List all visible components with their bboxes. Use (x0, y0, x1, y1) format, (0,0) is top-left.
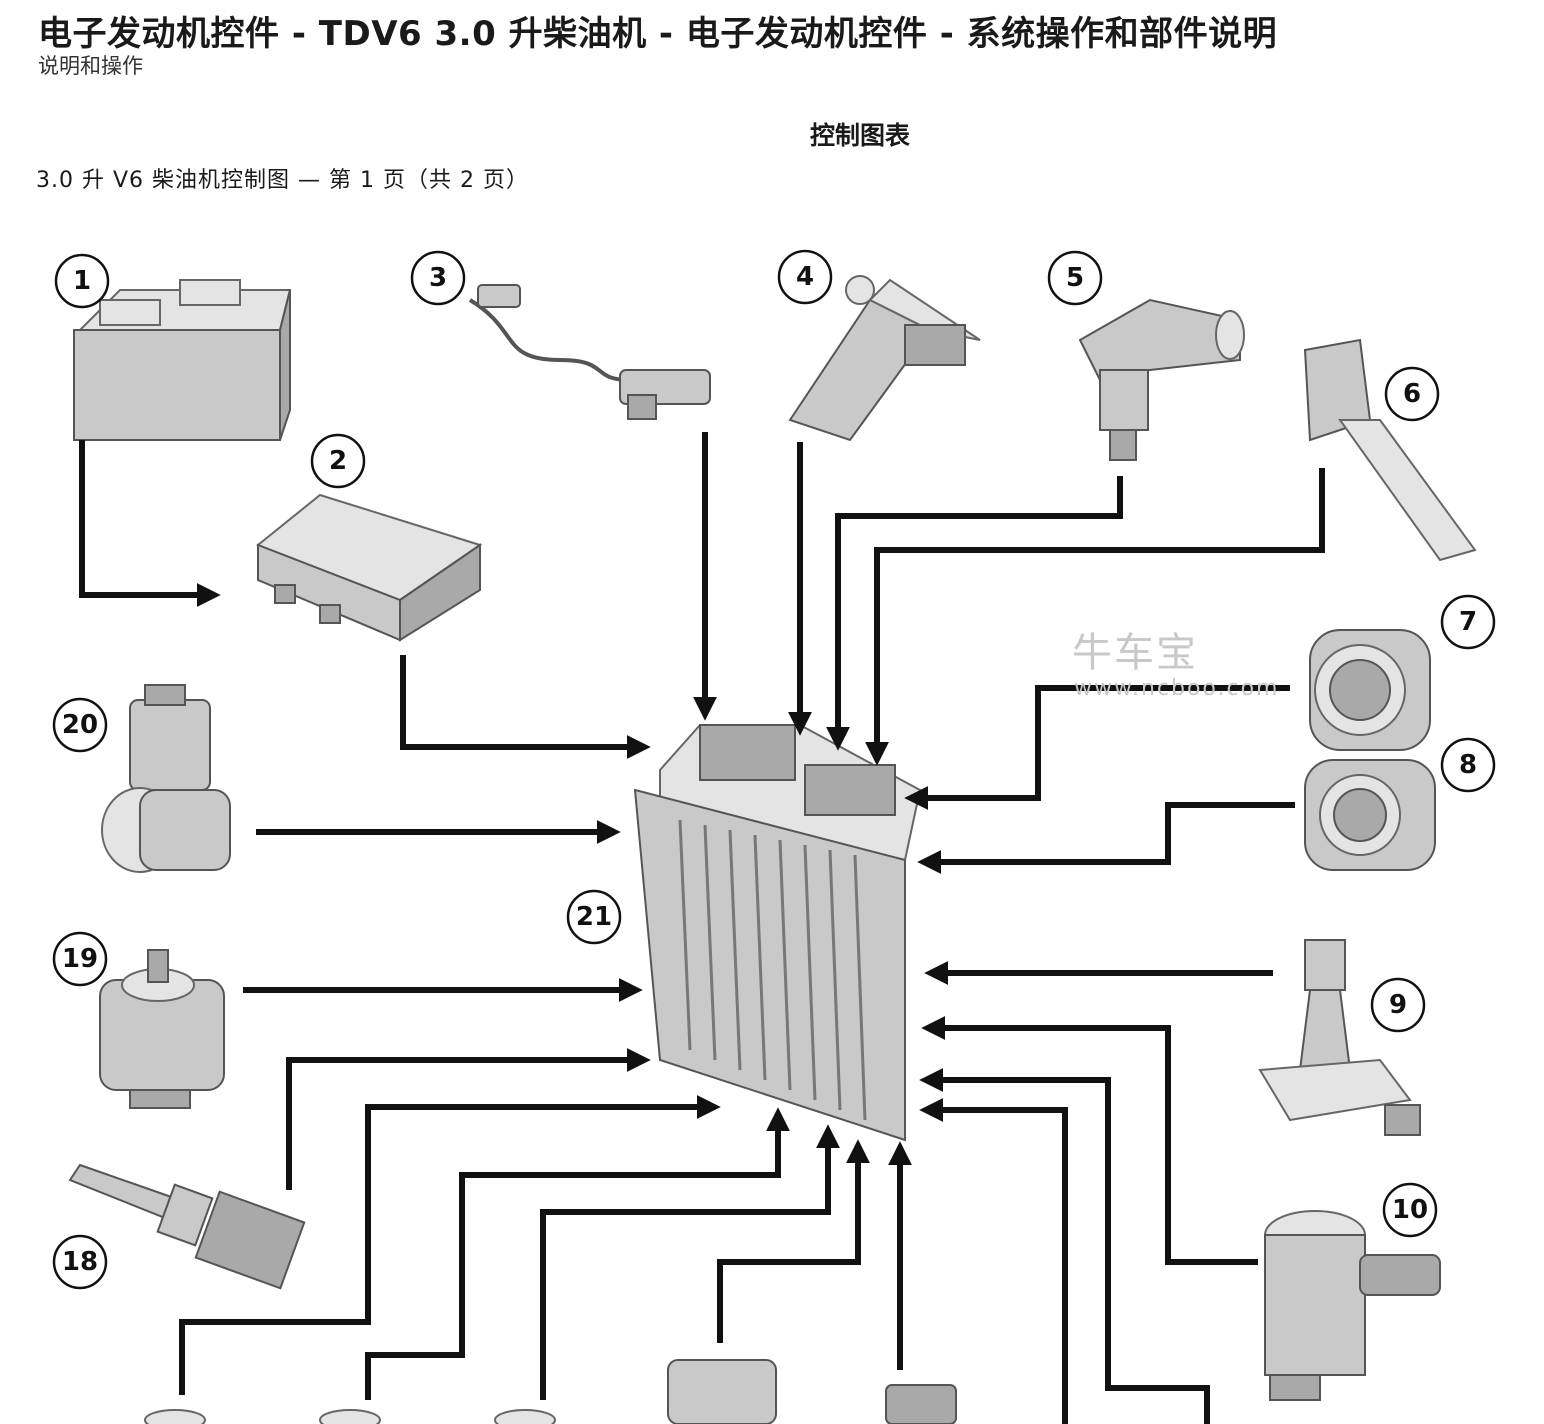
svg-text:8: 8 (1459, 750, 1477, 780)
crankshaft-sensor-component (468, 284, 711, 420)
engine-control-module (633, 724, 922, 1142)
svg-text:18: 18 (62, 1247, 98, 1277)
mass-air-flow-sensor-component (1309, 629, 1431, 751)
accelerator-pedal-component (1303, 338, 1477, 562)
page-title: 电子发动机控件 - TDV6 3.0 升柴油机 - 电子发动机控件 - 系统操作… (38, 14, 1278, 54)
callout-4: 4 (777, 249, 833, 305)
callout-21: 21 (566, 889, 622, 945)
watermark-url: www.ncboo.com (1074, 676, 1280, 701)
svg-text:4: 4 (796, 262, 814, 292)
control-module-component (256, 493, 483, 642)
svg-text:20: 20 (62, 710, 98, 740)
callout-6: 6 (1384, 366, 1440, 422)
svg-text:7: 7 (1459, 607, 1477, 637)
callout-18: 18 (52, 1234, 108, 1290)
battery-component (73, 279, 292, 441)
throttle-valve-component (101, 684, 231, 873)
svg-text:21: 21 (576, 902, 612, 932)
page-subtitle: 说明和操作 (38, 54, 143, 78)
callout-9: 9 (1370, 977, 1426, 1033)
callout-10: 10 (1382, 1182, 1438, 1238)
connection-lines (79, 432, 1325, 1424)
callout-7: 7 (1440, 594, 1496, 650)
control-valve-component (1264, 1210, 1441, 1401)
callout-2: 2 (310, 433, 366, 489)
svg-text:3: 3 (429, 263, 447, 293)
section-title: 控制图表 (809, 121, 910, 150)
watermark-brand: 牛车宝 (1072, 630, 1198, 676)
svg-text:19: 19 (62, 944, 98, 974)
pressure-sensor-component (1078, 298, 1245, 461)
callout-1: 1 (54, 253, 110, 309)
mass-air-flow-sensor-2-component (1304, 759, 1436, 871)
callout-5: 5 (1047, 250, 1103, 306)
callout-20: 20 (52, 697, 108, 753)
bottom-components (144, 1359, 957, 1424)
svg-text:2: 2 (329, 446, 347, 476)
callout-8: 8 (1440, 737, 1496, 793)
svg-text:9: 9 (1389, 990, 1407, 1020)
svg-text:10: 10 (1392, 1195, 1428, 1225)
actuator-component (99, 949, 225, 1109)
oil-level-sensor-component (1258, 939, 1421, 1136)
svg-text:5: 5 (1066, 263, 1084, 293)
figure-caption: 3.0 升 V6 柴油机控制图 — 第 1 页（共 2 页） (36, 168, 529, 193)
temperature-sensor-component (68, 1163, 306, 1290)
svg-text:6: 6 (1403, 379, 1421, 409)
svg-text:1: 1 (73, 266, 91, 296)
callout-3: 3 (410, 250, 466, 306)
camshaft-sensor-component (788, 275, 981, 442)
callout-19: 19 (52, 931, 108, 987)
